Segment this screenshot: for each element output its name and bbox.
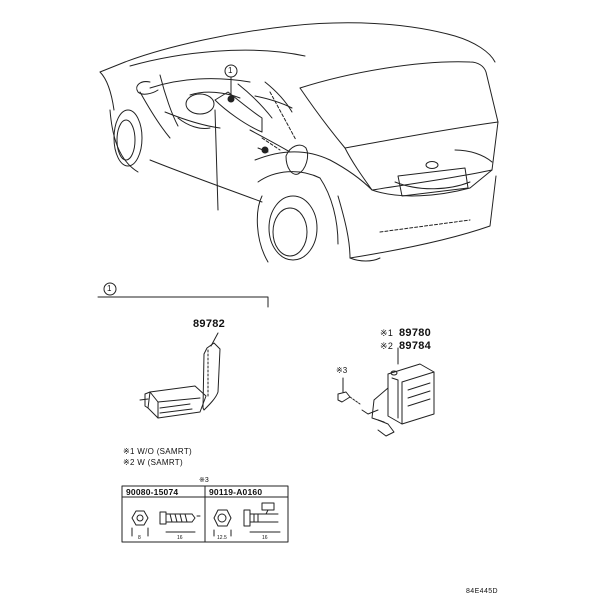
bolt-mark: ※3 (336, 366, 348, 375)
part-number-89784: 89784 (399, 340, 432, 352)
section-bracket (97, 282, 269, 308)
part-number-89780: 89780 (399, 327, 432, 339)
dim-left-hex: 8 (138, 535, 141, 541)
callout-marker: 1 (228, 66, 233, 75)
part-mark-89784: ※2 (380, 341, 394, 351)
part-89782-drawing (139, 332, 221, 419)
section-marker: 1 (107, 284, 112, 293)
fastener-table (121, 485, 289, 543)
car-illustration (99, 22, 499, 263)
dim-right-length: 16 (262, 535, 268, 541)
dim-left-length: 16 (177, 535, 183, 541)
figure-code: 84E445D (466, 588, 498, 595)
table-ref-mark: ※3 (199, 477, 209, 484)
note-with-smart: ※2 W (SAMRT) (123, 458, 183, 467)
fastener-header-1: 90080-15074 (126, 487, 179, 497)
part-mark-89780: ※1 (380, 328, 394, 338)
note-without-smart: ※1 W/O (SAMRT) (123, 447, 192, 456)
part-89780-drawing (337, 347, 435, 437)
part-number-89782: 89782 (193, 318, 226, 330)
fastener-header-2: 90119-A0160 (209, 487, 263, 497)
dim-right-hex: 12.5 (217, 535, 227, 541)
